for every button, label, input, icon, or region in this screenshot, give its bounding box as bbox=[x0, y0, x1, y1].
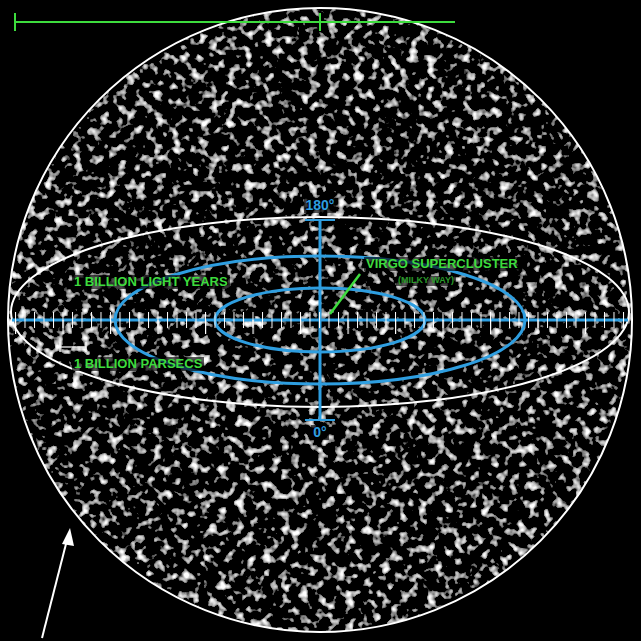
angle-label: 180° bbox=[304, 198, 337, 213]
universe-sphere bbox=[8, 8, 632, 632]
scale-mark bbox=[85, 342, 86, 352]
pointer-arrow bbox=[42, 536, 68, 638]
pointer-arrowhead bbox=[62, 528, 74, 546]
distance-label: 1 BILLION LIGHT YEARS bbox=[72, 275, 230, 289]
scale-bar-tick bbox=[14, 13, 16, 31]
supercluster-label: VIRGO SUPERCLUSTER bbox=[364, 257, 520, 271]
ruler-major-ticks bbox=[15, 305, 626, 340]
scale-bar-tick bbox=[319, 13, 321, 31]
ruler-ticks bbox=[15, 305, 626, 340]
scale-mark bbox=[60, 346, 86, 347]
leader-line bbox=[330, 274, 360, 314]
distance-label: 1 BILLION PARSECS bbox=[72, 357, 204, 371]
scale-bar bbox=[15, 21, 455, 23]
axis-cap bbox=[305, 419, 335, 421]
galaxy-label: (MILKY WAY) bbox=[396, 276, 456, 286]
angle-label: 0° bbox=[311, 425, 328, 440]
scale-mark bbox=[59, 342, 60, 352]
axis-cap bbox=[305, 219, 335, 221]
